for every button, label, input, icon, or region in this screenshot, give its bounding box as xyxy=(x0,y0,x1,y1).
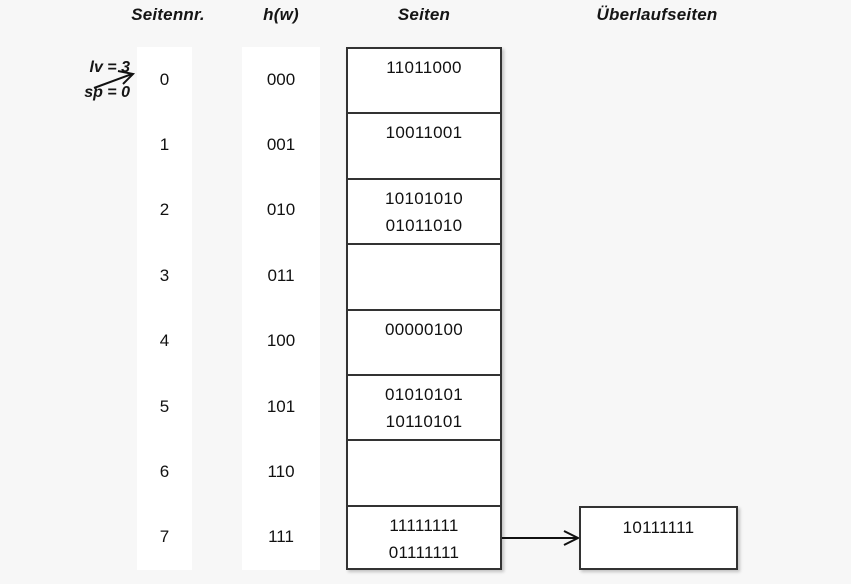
overflow-arrow-right-icon xyxy=(502,530,581,546)
hash-cell: 100 xyxy=(266,331,296,351)
page-cell: 11111111 01111111 xyxy=(348,507,500,572)
hash-column: 000 001 010 011 100 101 110 111 xyxy=(242,47,320,570)
column-header-pages: Seiten xyxy=(397,5,451,24)
page-entry: 11011000 xyxy=(386,58,462,77)
page-entry: 11111111 xyxy=(389,515,459,535)
overflow-page-entry: 10111111 xyxy=(622,518,695,537)
page-number-cell: 4 xyxy=(159,331,170,351)
page-entry: 01011010 xyxy=(385,215,463,235)
hash-cell: 110 xyxy=(267,461,295,481)
hash-cell: 010 xyxy=(266,200,296,220)
page-cell: 11011000 xyxy=(348,49,500,115)
page-entry: 00000100 xyxy=(384,319,464,339)
page-number-cell: 6 xyxy=(159,461,170,481)
hash-cell: 101 xyxy=(266,396,296,416)
page-cell: 10011001 xyxy=(348,114,500,180)
page-cell: 10101010 01011010 xyxy=(348,180,500,246)
page-number-cell: 3 xyxy=(159,265,170,285)
page-entry: 10110101 xyxy=(385,411,463,431)
page-cell xyxy=(348,441,500,507)
page-number-column: 0 1 2 3 4 5 6 7 xyxy=(137,47,192,570)
page-entry: 10011001 xyxy=(385,123,463,143)
page-number-cell: 1 xyxy=(159,135,170,155)
overflow-page-box: 10111111 xyxy=(579,506,738,570)
page-entry: 01010101 xyxy=(384,384,464,404)
column-header-page-number: Seitennr. xyxy=(131,5,205,24)
column-header-overflow-pages: Überlaufseiten xyxy=(596,5,718,24)
page-cell: 00000100 xyxy=(348,311,500,376)
page-entry: 01111111 xyxy=(388,542,460,562)
hash-cell: 111 xyxy=(268,527,294,547)
column-header-hash: h(w) xyxy=(263,5,299,24)
page-cell: 01010101 10110101 xyxy=(348,376,500,442)
hash-cell: 001 xyxy=(266,135,296,155)
hash-cell: 011 xyxy=(267,265,295,285)
hash-cell: 000 xyxy=(266,69,296,89)
pages-table: 11011000 10011001 10101010 01011010 00000100… xyxy=(346,47,502,570)
page-number-cell: 7 xyxy=(159,527,170,547)
page-entry: 10101010 xyxy=(384,188,464,208)
page-number-cell: 0 xyxy=(159,69,170,89)
annotation-arrow-right-icon xyxy=(93,70,136,89)
page-number-cell: 2 xyxy=(159,200,170,220)
page-cell xyxy=(348,245,500,311)
page-number-cell: 5 xyxy=(159,396,170,416)
